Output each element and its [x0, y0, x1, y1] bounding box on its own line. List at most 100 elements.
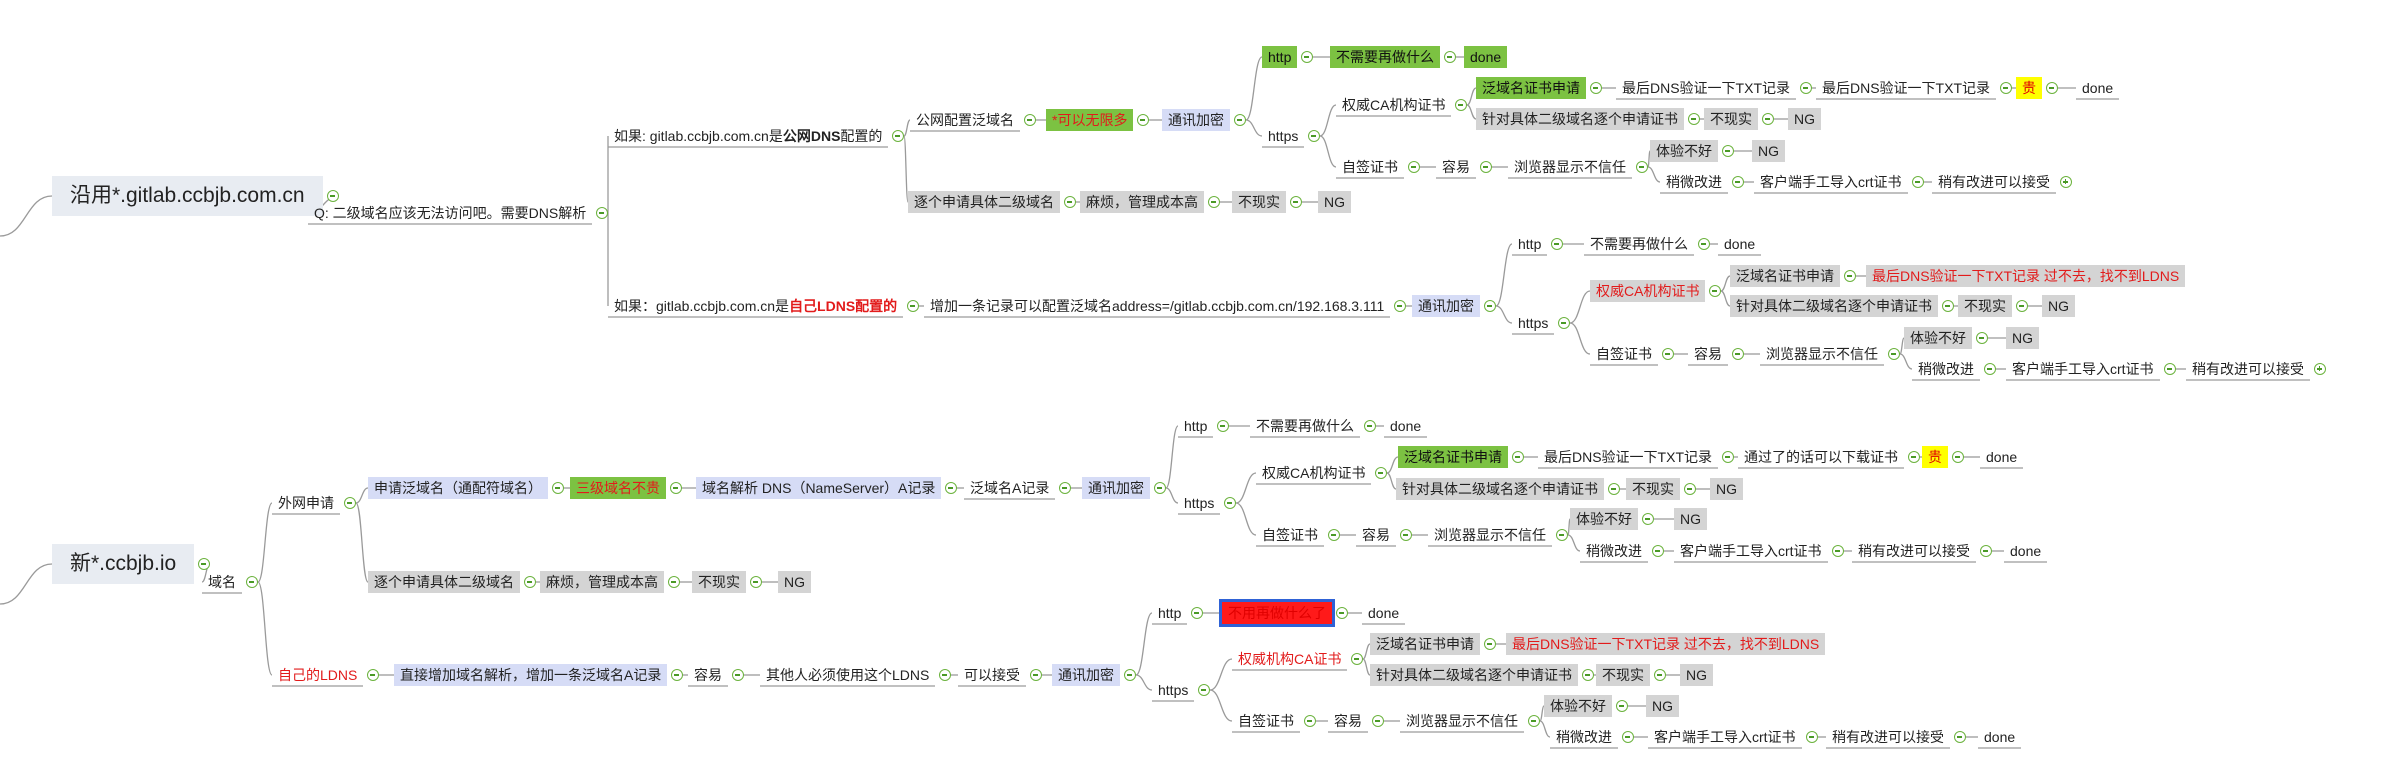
collapse-toggle-icon[interactable] — [1636, 161, 1648, 173]
collapse-toggle-icon[interactable] — [1800, 82, 1812, 94]
topic-ohttp[interactable]: http — [1158, 605, 1182, 621]
topic-a2ca2[interactable]: 针对具体二级域名逐个申请证书 — [1730, 295, 1938, 317]
collapse-toggle-icon[interactable] — [1224, 497, 1236, 509]
expand-toggle-icon[interactable] — [2060, 176, 2072, 188]
collapse-toggle-icon[interactable] — [945, 482, 957, 494]
topic-a1s[interactable]: 逐个申请具体二级域名 — [908, 191, 1060, 213]
collapse-toggle-icon[interactable] — [2164, 363, 2176, 375]
topic-eself6[interactable]: 客户端手工导入crt证书 — [1680, 543, 1822, 559]
topic-eca1[interactable]: 泛域名证书申请 — [1398, 446, 1508, 468]
topic-a1http[interactable]: http — [1262, 46, 1298, 68]
topic-a2ca1[interactable]: 泛域名证书申请 — [1730, 265, 1840, 287]
collapse-toggle-icon[interactable] — [1059, 482, 1071, 494]
topic-a2self3[interactable]: 体验不好 — [1904, 327, 1972, 349]
collapse-toggle-icon[interactable] — [1394, 300, 1406, 312]
topic-a1self2[interactable]: 浏览器显示不信任 — [1514, 159, 1626, 175]
collapse-toggle-icon[interactable] — [1590, 82, 1602, 94]
collapse-toggle-icon[interactable] — [1364, 420, 1376, 432]
collapse-toggle-icon[interactable] — [1198, 684, 1210, 696]
topic-oself1[interactable]: 容易 — [1334, 713, 1362, 729]
topic-a1ca1a[interactable]: 最后DNS验证一下TXT记录 — [1622, 80, 1790, 96]
topic-ehttp1[interactable]: 不需要再做什么 — [1256, 418, 1354, 434]
topic-eca1a[interactable]: 最后DNS验证一下TXT记录 — [1544, 449, 1712, 465]
collapse-toggle-icon[interactable] — [1622, 731, 1634, 743]
collapse-toggle-icon[interactable] — [1942, 300, 1954, 312]
topic-a1ca2b[interactable]: NG — [1788, 108, 1821, 130]
topic-oself2[interactable]: 浏览器显示不信任 — [1406, 713, 1518, 729]
collapse-toggle-icon[interactable] — [1952, 451, 1964, 463]
topic-a2ca2b[interactable]: NG — [2042, 295, 2075, 317]
topic-own5[interactable]: 通讯加密 — [1052, 664, 1120, 686]
topic-oself8[interactable]: done — [1984, 729, 2016, 745]
collapse-toggle-icon[interactable] — [1984, 363, 1996, 375]
collapse-toggle-icon[interactable] — [1976, 332, 1988, 344]
collapse-toggle-icon[interactable] — [1709, 285, 1721, 297]
collapse-toggle-icon[interactable] — [1484, 300, 1496, 312]
topic-a1pu[interactable]: *可以无限多 — [1046, 109, 1134, 131]
collapse-toggle-icon[interactable] — [1328, 529, 1340, 541]
topic-a1self4[interactable]: NG — [1752, 140, 1785, 162]
topic-oself4[interactable]: NG — [1646, 695, 1679, 717]
topic-eself8[interactable]: done — [2010, 543, 2042, 559]
topic-a1self7[interactable]: 稍有改进可以接受 — [1938, 174, 2050, 190]
collapse-toggle-icon[interactable] — [198, 558, 210, 570]
topic-a1[interactable]: 如果: gitlab.ccbjb.com.cn是公网DNS配置的 — [608, 125, 888, 147]
topic-a2http[interactable]: http — [1518, 236, 1542, 252]
collapse-toggle-icon[interactable] — [344, 497, 356, 509]
topic-a2https[interactable]: https — [1518, 315, 1549, 331]
topic-a2ca1a[interactable]: 最后DNS验证一下TXT记录 过不去，找不到LDNS — [1866, 265, 2186, 287]
topic-a2self4[interactable]: NG — [2006, 327, 2039, 349]
topic-a1p[interactable]: 公网配置泛域名 — [916, 112, 1014, 128]
topic-dom[interactable]: 域名 — [208, 574, 236, 590]
collapse-toggle-icon[interactable] — [1528, 715, 1540, 727]
topic-a1self5[interactable]: 稍微改进 — [1666, 174, 1722, 190]
topic-a2self7[interactable]: 稍有改进可以接受 — [2192, 361, 2304, 377]
collapse-toggle-icon[interactable] — [892, 130, 904, 142]
topic-oca1a[interactable]: 最后DNS验证一下TXT记录 过不去，找不到LDNS — [1506, 633, 1826, 655]
topic-ehttps[interactable]: https — [1184, 495, 1215, 511]
topic-own4[interactable]: 可以接受 — [964, 667, 1020, 683]
collapse-toggle-icon[interactable] — [2000, 82, 2012, 94]
collapse-toggle-icon[interactable] — [552, 482, 564, 494]
topic-a2self[interactable]: 自签证书 — [1596, 346, 1652, 362]
topic-ohttp1[interactable]: 不用再做什么了 — [1219, 599, 1335, 627]
topic-exts[interactable]: 逐个申请具体二级域名 — [368, 571, 520, 593]
collapse-toggle-icon[interactable] — [1336, 607, 1348, 619]
topic-a2[interactable]: 如果：gitlab.ccbjb.com.cn是自己LDNS配置的 — [608, 295, 903, 317]
collapse-toggle-icon[interactable] — [732, 669, 744, 681]
collapse-toggle-icon[interactable] — [1512, 451, 1524, 463]
collapse-toggle-icon[interactable] — [1030, 669, 1042, 681]
collapse-toggle-icon[interactable] — [1722, 145, 1734, 157]
collapse-toggle-icon[interactable] — [1844, 270, 1856, 282]
collapse-toggle-icon[interactable] — [1372, 715, 1384, 727]
topic-own[interactable]: 自己的LDNS — [278, 667, 358, 683]
collapse-toggle-icon[interactable] — [524, 576, 536, 588]
topic-eca2b[interactable]: NG — [1710, 478, 1743, 500]
collapse-toggle-icon[interactable] — [1722, 451, 1734, 463]
topic-ext[interactable]: 外网申请 — [278, 495, 334, 511]
collapse-toggle-icon[interactable] — [1217, 420, 1229, 432]
collapse-toggle-icon[interactable] — [1290, 196, 1302, 208]
topic-ohttp2[interactable]: done — [1368, 605, 1400, 621]
collapse-toggle-icon[interactable] — [1662, 348, 1674, 360]
collapse-toggle-icon[interactable] — [367, 669, 379, 681]
topic-a1s2[interactable]: 不现实 — [1232, 191, 1286, 213]
collapse-toggle-icon[interactable] — [1304, 715, 1316, 727]
collapse-toggle-icon[interactable] — [1444, 51, 1456, 63]
topic-eself3[interactable]: 体验不好 — [1570, 508, 1638, 530]
topic-a2enc[interactable]: 通讯加密 — [1412, 295, 1480, 317]
topic-oca2b[interactable]: NG — [1680, 664, 1713, 686]
topic-eself7[interactable]: 稍有改进可以接受 — [1858, 543, 1970, 559]
collapse-toggle-icon[interactable] — [1642, 513, 1654, 525]
collapse-toggle-icon[interactable] — [1806, 731, 1818, 743]
topic-oca2a[interactable]: 不现实 — [1596, 664, 1650, 686]
collapse-toggle-icon[interactable] — [1582, 669, 1594, 681]
collapse-toggle-icon[interactable] — [1832, 545, 1844, 557]
topic-a1ca2a[interactable]: 不现实 — [1704, 108, 1758, 130]
collapse-toggle-icon[interactable] — [1455, 99, 1467, 111]
collapse-toggle-icon[interactable] — [327, 190, 339, 202]
collapse-toggle-icon[interactable] — [1124, 669, 1136, 681]
collapse-toggle-icon[interactable] — [1024, 114, 1036, 126]
topic-exts3[interactable]: NG — [778, 571, 811, 593]
